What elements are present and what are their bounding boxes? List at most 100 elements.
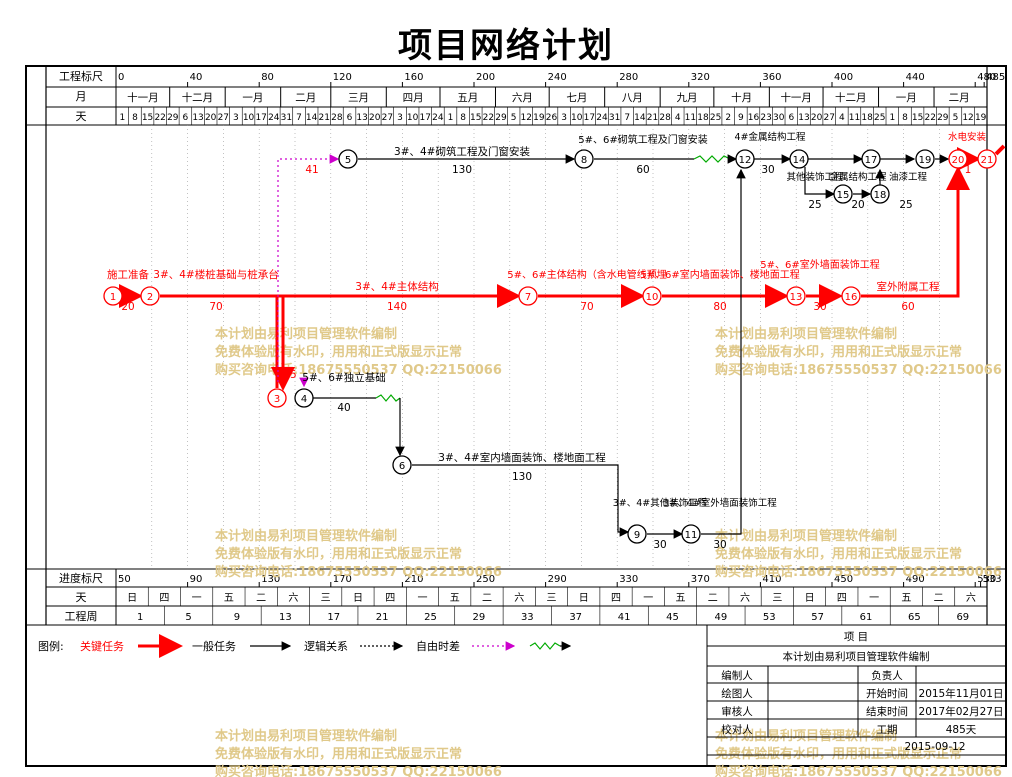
watermark-line1: 本计划由易利项目管理软件编制	[215, 728, 397, 744]
day-label: 27	[218, 113, 229, 123]
page-title: 项目网络计划	[398, 26, 614, 66]
day-label: 28	[331, 113, 343, 123]
node-label-10: 10	[646, 292, 659, 303]
task-label-8: 3#、4#砌筑工程及门窗安装	[394, 145, 530, 158]
weekday-label: 二	[934, 593, 944, 604]
node-label-6: 6	[399, 461, 405, 472]
week-label: 25	[424, 612, 437, 623]
weekday-label: 五	[224, 593, 234, 604]
week-label: 61	[860, 612, 873, 623]
weekday-label: 一	[869, 593, 879, 604]
progress-tick-label: 410	[762, 574, 781, 585]
watermark-line2: 免费体验版有水印，用用和正式版显示正常	[715, 344, 962, 360]
scale-tick-label: 160	[404, 72, 423, 83]
weekday-label: 四	[159, 593, 169, 604]
day-label: 15	[470, 113, 481, 123]
day-label: 30	[773, 113, 785, 123]
scale-label: 工程标尺	[59, 69, 103, 83]
day-label: 25	[874, 113, 885, 123]
node-label-20: 20	[952, 155, 965, 166]
arrow-task-3	[275, 284, 521, 388]
watermark-line2: 免费体验版有水印，用用和正式版显示正常	[215, 746, 462, 762]
info-duration-value: 485天	[946, 724, 977, 736]
day-label: 16	[748, 113, 760, 123]
watermark-line1: 本计划由易利项目管理软件编制	[715, 728, 897, 744]
node-label-11: 11	[685, 530, 698, 541]
watermark-line2: 免费体验版有水印，用用和正式版显示正常	[715, 546, 962, 562]
month-label: 月	[76, 90, 87, 103]
day-label: 11	[849, 113, 860, 123]
node-label-5: 5	[345, 155, 351, 166]
day-label: 10	[243, 113, 255, 123]
scale-tick-label: 280	[619, 72, 638, 83]
weekday-label: 日	[353, 593, 363, 604]
progress-tick-label: 210	[404, 574, 423, 585]
node-circle-5	[338, 149, 358, 169]
day-label: 8	[902, 113, 908, 123]
day-label: 2	[725, 113, 731, 123]
task-label-16: 金属结构工程	[829, 171, 887, 183]
weekday-label: 日	[579, 593, 589, 604]
progress-tick-label: 250	[476, 574, 495, 585]
weekday-label: 五	[676, 593, 686, 604]
day-label: 26	[546, 113, 558, 123]
weekday-label: 三	[772, 593, 782, 604]
node-label-18: 18	[874, 190, 887, 201]
day-label: 8	[132, 113, 138, 123]
day-label: 11	[685, 113, 696, 123]
day-label: 22	[924, 113, 935, 123]
week-label: 29	[473, 612, 486, 623]
node-label-13: 13	[790, 292, 803, 303]
day-label: 29	[167, 113, 179, 123]
weekday-label: 三	[547, 593, 557, 604]
week-label: 57	[811, 612, 824, 623]
task-label-14: 4#金属结构工程	[734, 131, 806, 143]
node-label-8: 8	[581, 155, 587, 166]
scale-tick-label: 485	[986, 72, 1005, 83]
weekday-label: 日	[127, 593, 137, 604]
progress-tick-label: 490	[906, 574, 925, 585]
info-start-label: 开始时间	[866, 687, 908, 700]
free-float-value-2: 15	[283, 369, 296, 381]
progress-label: 进度标尺	[59, 571, 103, 585]
scale-tick-label: 200	[476, 72, 495, 83]
progress-tick-label: 450	[834, 574, 853, 585]
weekday-label: 五	[901, 593, 911, 604]
weekday-label: 四	[837, 593, 847, 604]
info-end-label: 结束时间	[866, 705, 908, 718]
node-circle-6	[392, 455, 412, 475]
day-label: 10	[407, 113, 419, 123]
watermark-line3: 购买咨询电话:18675550537 QQ:22150066	[715, 564, 1002, 580]
month-label: 九月	[677, 92, 698, 104]
scale-tick-label: 0	[118, 72, 124, 83]
task-label-15: 其他装饰工程	[786, 171, 844, 183]
scale-tick-label: 360	[762, 72, 781, 83]
node-label-2: 2	[147, 292, 153, 303]
day-label: 24	[268, 113, 280, 123]
wave-float-2	[375, 394, 401, 402]
day-label: 1	[889, 113, 895, 123]
task-label-18: 水电安装	[948, 131, 987, 143]
task-label-9: 5#、6#砌筑工程及门窗安装	[578, 133, 707, 146]
progress-tick-label: 130	[261, 574, 280, 585]
month-label: 二月	[295, 92, 316, 104]
task-label-11: 3#、4#室内墙面装饰、楼地面工程	[438, 451, 606, 464]
day-label: 13	[798, 113, 809, 123]
day-label: 29	[937, 113, 949, 123]
week-label: 9	[234, 612, 240, 623]
progress-tick-label: 533	[983, 574, 1002, 585]
day-label: 天	[76, 110, 87, 123]
day-label: 20	[811, 113, 823, 123]
node-circle-8	[574, 149, 594, 169]
task-label-17: 油漆工程	[889, 171, 928, 183]
month-label: 十二月	[835, 91, 867, 104]
watermark-line3: 购买咨询电话:18675550537 QQ:22150066	[715, 764, 1002, 777]
node-circle-2	[140, 286, 160, 306]
day-label: 1	[448, 113, 454, 123]
week-label: 21	[376, 612, 389, 623]
day-label: 22	[154, 113, 165, 123]
task-label-7: 室外附属工程	[877, 280, 940, 293]
day-label: 14	[306, 113, 318, 123]
task-label-4: 5#、6#主体结构（含水电管线预埋	[507, 268, 666, 281]
day-label: 10	[571, 113, 583, 123]
